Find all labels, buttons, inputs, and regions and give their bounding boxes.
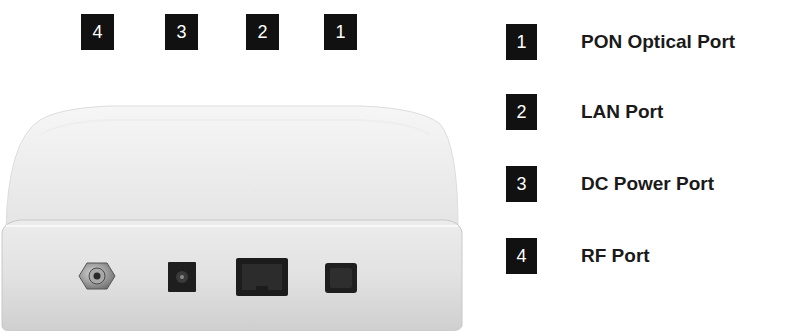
- callout-number: 3: [176, 22, 186, 43]
- callout-number-box: 1: [324, 14, 357, 50]
- callout-number: 3: [516, 174, 526, 195]
- callout-number: 1: [335, 22, 345, 43]
- callout-number-box: 2: [506, 94, 537, 130]
- callout-number-box: 4: [81, 14, 114, 50]
- device-ridge: [40, 120, 430, 135]
- device-top: [6, 106, 458, 228]
- callout-number-box: 4: [506, 238, 537, 274]
- device-edge: [6, 225, 458, 227]
- port-name: DC Power Port: [581, 173, 714, 195]
- callout-number: 2: [516, 102, 526, 123]
- port-name: PON Optical Port: [581, 31, 735, 53]
- rf-port: [79, 263, 115, 289]
- lan-port: [236, 258, 288, 296]
- callout-number-box: 3: [165, 14, 198, 50]
- pon-optical-port: [325, 263, 357, 293]
- callout-number: 4: [516, 246, 526, 267]
- callout-number-box: 1: [506, 24, 537, 60]
- device-front: [2, 220, 462, 331]
- port-name: LAN Port: [581, 101, 663, 123]
- callout-number-box: 2: [246, 14, 279, 50]
- callout-number: 4: [92, 22, 102, 43]
- callout-number-box: 3: [506, 166, 537, 202]
- callout-number: 1: [516, 32, 526, 53]
- callout-number: 2: [257, 22, 267, 43]
- port-name: RF Port: [581, 245, 650, 267]
- dc-power-port: [168, 262, 196, 292]
